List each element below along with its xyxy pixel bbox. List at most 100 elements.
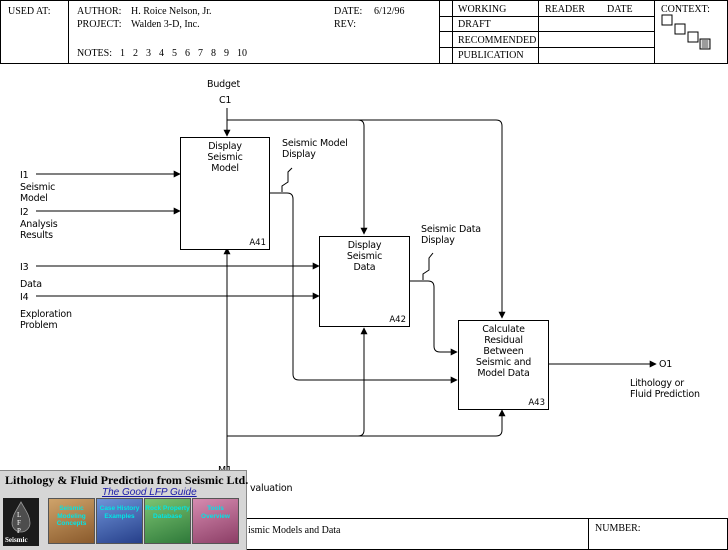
input-i4-text: Problem bbox=[20, 320, 58, 331]
lfp-guide-link[interactable]: The Good LFP Guide bbox=[102, 487, 197, 498]
note-number: 6 bbox=[185, 48, 190, 59]
status-working: WORKING bbox=[458, 4, 507, 15]
input-i4-id: I4 bbox=[20, 292, 29, 303]
input-i4-text: Exploration bbox=[20, 309, 72, 320]
box-title-line: Display bbox=[208, 141, 242, 152]
thumb-tools-overview[interactable]: Tools Overview bbox=[192, 498, 239, 544]
model-display-arrow bbox=[269, 192, 458, 384]
mechanism-arrow-a43 bbox=[358, 409, 506, 437]
logo-letter: L bbox=[17, 511, 22, 519]
logo-letter: P bbox=[17, 527, 21, 535]
note-number: 7 bbox=[198, 48, 203, 59]
header-divider bbox=[68, 0, 69, 63]
author-value: H. Roice Nelson, Jr. bbox=[131, 6, 212, 17]
input-i3-id: I3 bbox=[20, 262, 29, 273]
control-id: C1 bbox=[219, 95, 232, 106]
box-title-line: Residual bbox=[484, 335, 523, 346]
lfp-logo: L F P Seismic bbox=[3, 498, 39, 546]
oil-drop-icon bbox=[11, 501, 31, 533]
output-o1-text: Fluid Prediction bbox=[630, 389, 700, 400]
note-number: 9 bbox=[224, 48, 229, 59]
thumb-rock-property[interactable]: Rock Property Database bbox=[144, 498, 191, 544]
input-i2-text: Analysis bbox=[20, 219, 58, 230]
box-title: Calculate Residual Between Seismic and M… bbox=[459, 324, 548, 379]
squiggle-model-display bbox=[281, 167, 293, 192]
thumb-label: Rock Property Database bbox=[145, 505, 190, 520]
rev-label: REV: bbox=[334, 19, 357, 30]
box-title: Display Seismic Data bbox=[320, 240, 409, 273]
input-i1-text: Model bbox=[20, 193, 48, 204]
reader-label: READER bbox=[545, 4, 585, 15]
box-title-line: Seismic bbox=[346, 251, 383, 262]
context-label: CONTEXT: bbox=[661, 4, 710, 15]
thumb-case-history[interactable]: Case History Examples bbox=[96, 498, 143, 544]
box-node-id: A43 bbox=[528, 398, 545, 408]
input-i3-text: Data bbox=[20, 279, 42, 290]
header-rule bbox=[439, 31, 654, 32]
lfp-banner-title: Lithology & Fluid Prediction from Seismi… bbox=[5, 473, 249, 487]
box-title-line: Between bbox=[483, 346, 524, 357]
arrow-label-data-display: Seismic Data bbox=[421, 224, 481, 235]
thumb-label: Seismic Modeling Concepts bbox=[56, 505, 87, 527]
logo-letter: F bbox=[17, 519, 21, 527]
note-number: 4 bbox=[159, 48, 164, 59]
box-title: Display Seismic Model bbox=[181, 141, 269, 174]
date-label: DATE: bbox=[334, 6, 363, 17]
box-title-line: Display bbox=[347, 240, 382, 251]
author-label: AUTHOR: bbox=[77, 6, 122, 17]
activity-box-a42[interactable]: Display Seismic Data A42 bbox=[319, 236, 410, 327]
output-o1-text: Lithology or bbox=[630, 378, 684, 389]
lfp-banner[interactable]: Lithology & Fluid Prediction from Seismi… bbox=[0, 470, 249, 550]
note-number: 5 bbox=[172, 48, 177, 59]
header-rule bbox=[439, 16, 654, 17]
arrow-label-data-display: Display bbox=[421, 235, 455, 246]
reader-date-label: DATE bbox=[607, 4, 633, 15]
notes-label: NOTES: bbox=[77, 48, 112, 59]
output-o1-id: O1 bbox=[659, 359, 673, 370]
activity-box-a41[interactable]: Display Seismic Model A41 bbox=[180, 137, 270, 250]
input-i2-text: Results bbox=[20, 230, 53, 241]
squiggle-data-display bbox=[422, 252, 434, 280]
control-name: Budget bbox=[207, 79, 240, 90]
date-value: 6/12/96 bbox=[374, 6, 405, 17]
box-node-id: A42 bbox=[389, 315, 406, 325]
note-number: 3 bbox=[146, 48, 151, 59]
mechanism-arrow-a42 bbox=[227, 327, 368, 437]
footer-divider bbox=[588, 518, 589, 549]
project-label: PROJECT: bbox=[77, 19, 122, 30]
header-rule bbox=[439, 47, 654, 48]
status-recommended: RECOMMENDED bbox=[458, 35, 537, 46]
box-title-line: Data bbox=[353, 262, 376, 273]
note-number: 1 bbox=[120, 48, 125, 59]
note-number: 8 bbox=[211, 48, 216, 59]
footer-title: ismic Models and Data bbox=[248, 525, 341, 536]
box-title-line: Model bbox=[211, 163, 239, 174]
control-arrow-a43 bbox=[358, 119, 506, 319]
box-title-line: Model Data bbox=[477, 368, 530, 379]
status-draft: DRAFT bbox=[458, 19, 491, 30]
note-number: 10 bbox=[237, 48, 247, 59]
thumb-label: Case History Examples bbox=[99, 505, 140, 520]
input-i2-id: I2 bbox=[20, 207, 29, 218]
logo-word: Seismic bbox=[5, 536, 28, 544]
used-at-label: USED AT: bbox=[8, 6, 51, 17]
note-number: 2 bbox=[133, 48, 138, 59]
number-label: NUMBER: bbox=[595, 523, 641, 534]
status-publication: PUBLICATION bbox=[458, 50, 524, 61]
input-i1-text: Seismic bbox=[20, 182, 56, 193]
activity-box-a43[interactable]: Calculate Residual Between Seismic and M… bbox=[458, 320, 549, 410]
thumb-seismic-modeling[interactable]: Seismic Modeling Concepts bbox=[48, 498, 95, 544]
mechanism-text: valuation bbox=[250, 483, 293, 494]
box-title-line: Seismic bbox=[207, 152, 243, 163]
box-title-line: Calculate bbox=[482, 324, 525, 335]
project-value: Walden 3-D, Inc. bbox=[131, 19, 200, 30]
box-title-line: Seismic and bbox=[475, 357, 532, 368]
arrow-label-model-display: Display bbox=[282, 149, 316, 160]
thumb-label: Tools Overview bbox=[201, 505, 230, 520]
header-divider bbox=[654, 0, 655, 63]
arrow-label-model-display: Seismic Model bbox=[282, 138, 348, 149]
data-display-arrow bbox=[409, 280, 458, 356]
input-i1-id: I1 bbox=[20, 170, 29, 181]
